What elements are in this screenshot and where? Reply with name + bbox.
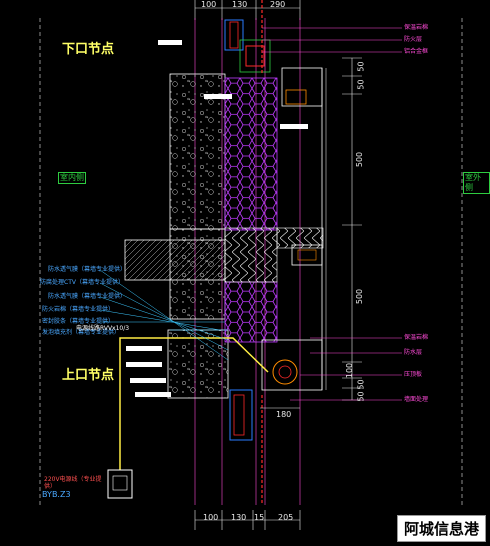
room-label-right: 室外侧 [463,172,490,194]
note-left-7: 电源线路RVVx10/3 [76,325,130,332]
right-dim-3: 500 [355,151,365,168]
note-right-top-2: 防火层 [404,36,423,43]
note-right-top-1: 保温岩棉 [404,24,429,31]
bottom-dim-1: 100 [203,513,219,522]
watermark: 阿城信息港 [396,515,486,542]
box-label: BYB.Z3 [42,490,71,499]
note-right-top-3: 铝合金框 [404,48,429,55]
note-left-2: 防腐处理CTV（幕墙专业提供） [40,279,124,286]
top-dim-1: 100 [201,0,217,9]
note-right-bottom-4: 墙面处理 [404,396,429,403]
note-left-4: 防火岩棉（幕墙专业提供） [42,306,115,313]
right-dim-2: 50 [356,79,366,90]
note-left-5: 密封胶条（幕墙专业提供） [42,318,115,325]
right-dim-4: 500 [355,288,365,305]
top-dim-3: 290 [270,0,286,9]
lower-node-title: 下口节点 [62,42,115,57]
right-dim-5: 100 [345,362,355,379]
bottom-dim-4: 205 [278,513,294,522]
room-label-left: 室内侧 [58,172,86,184]
note-right-bottom-3: 压顶板 [404,371,423,378]
right-dim-7: 50 [356,391,366,402]
note-left-6: 发泡填充剂（幕墙专业提供） [42,329,121,336]
note-right-bottom-2: 防水层 [404,349,423,356]
upper-node-title: 上口节点 [62,368,115,383]
bottom-dim-2: 130 [231,513,247,522]
cable-note: 220V电源线（专业提供） [44,476,102,490]
right-dim-1: 50 [356,61,366,72]
note-right-bottom-1: 保温岩棉 [404,334,429,341]
top-dim-2: 130 [232,0,248,9]
bottom-dim-3: 15 [254,513,265,522]
note-left-1: 防水透气膜（幕墙专业提供） [48,266,127,273]
inner-dim: 180 [276,410,292,419]
right-dim-6: 50 [356,379,366,390]
note-left-3: 防水透气膜（幕墙专业提供） [48,293,127,300]
